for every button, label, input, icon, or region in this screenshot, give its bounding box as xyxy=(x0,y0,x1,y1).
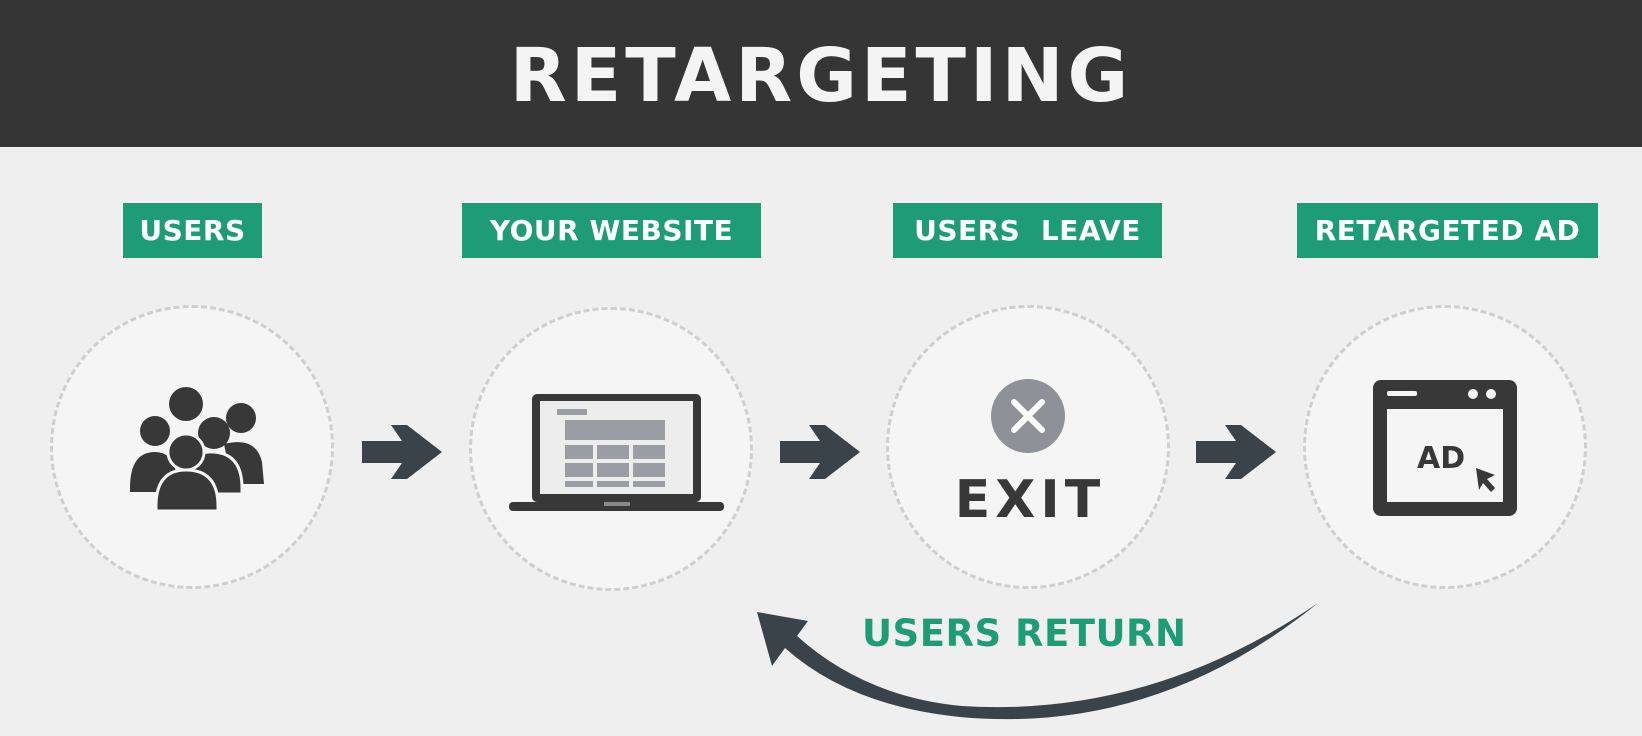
exit-text: EXIT xyxy=(954,470,1106,530)
users-return-label: USERS RETURN xyxy=(862,612,1187,655)
step-badge-users-leave: USERS LEAVE xyxy=(893,203,1162,258)
ad-text: AD xyxy=(1417,441,1466,476)
step-badge-users: USERS xyxy=(123,203,262,258)
arrow-right-icon xyxy=(362,425,442,479)
step-badge-retargeted-ad: RETARGETED AD xyxy=(1297,203,1598,258)
header-bar: RETARGETING xyxy=(0,0,1642,147)
exit-x-icon xyxy=(991,379,1065,453)
users-group-icon xyxy=(130,387,264,512)
page-title: RETARGETING xyxy=(509,32,1133,119)
browser-ad-icon xyxy=(1373,380,1517,516)
laptop-website-icon xyxy=(509,394,724,511)
arrow-right-icon xyxy=(1196,425,1276,479)
arrow-right-icon xyxy=(780,425,860,479)
step-badge-your-website: YOUR WEBSITE xyxy=(462,203,761,258)
